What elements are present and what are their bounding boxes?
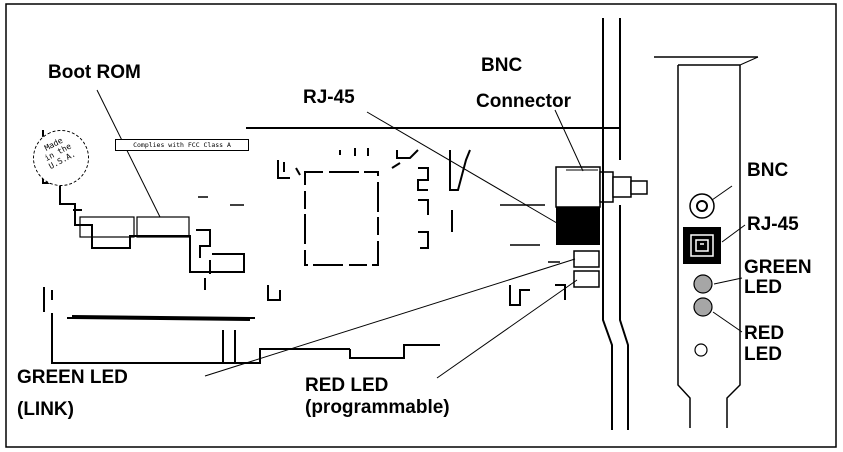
board-edge-bottom-mid xyxy=(349,344,440,359)
bnc-connector-body xyxy=(555,166,601,208)
boot-rom-leader xyxy=(96,89,161,218)
bnc-connector-label-line1: BNC xyxy=(481,55,523,76)
bnc-connector-neck xyxy=(599,171,614,203)
green-led-card-leader xyxy=(204,258,576,377)
board-trace xyxy=(396,149,419,159)
green-led-bracket xyxy=(693,274,713,294)
board-trace xyxy=(71,315,251,321)
callout-lines xyxy=(96,89,746,379)
board-edge-left xyxy=(42,130,245,273)
board-trace xyxy=(449,149,471,191)
boot-rom-chip xyxy=(136,216,190,238)
bracket-edge-left xyxy=(602,18,613,430)
red-led-card-label-line2: (programmable) xyxy=(305,397,450,418)
red-led-bracket-label-line1: RED xyxy=(744,323,785,344)
red-led-bracket-leader xyxy=(712,311,743,333)
bracket-screw-hole xyxy=(694,343,708,357)
bnc-connector-leader xyxy=(554,109,584,172)
board-trace xyxy=(418,199,429,215)
board-edge-bottom xyxy=(51,313,350,364)
red-led-bracket xyxy=(693,297,713,317)
board-components xyxy=(73,148,566,306)
rj45-port-socket xyxy=(690,234,714,257)
board-trace xyxy=(277,160,290,179)
rj45-jack-board xyxy=(556,207,600,245)
green-led-card-label-line2: (LINK) xyxy=(17,399,74,420)
green-led-bracket-label-line1: GREEN xyxy=(744,257,812,278)
board-trace xyxy=(509,285,530,306)
board-trace xyxy=(267,285,281,301)
bnc-connector-ring xyxy=(612,176,632,198)
bnc-port-inner xyxy=(696,200,708,212)
boot-rom-label: Boot ROM xyxy=(48,62,141,83)
green-led-bracket-leader xyxy=(713,277,743,285)
board-trace xyxy=(295,167,301,176)
chip-left xyxy=(79,216,135,238)
bracket-outline xyxy=(677,64,741,428)
rj45-port-bracket xyxy=(683,227,721,264)
rj45-card-label: RJ-45 xyxy=(303,87,355,108)
board-trace xyxy=(391,162,401,169)
bnc-connector-tip xyxy=(630,180,648,195)
green-led-board xyxy=(573,250,600,268)
board-trace xyxy=(417,167,429,191)
bracket-edge-right-lower xyxy=(619,205,629,430)
bnc-connector-label-line2: Connector xyxy=(476,91,571,112)
slot-bracket-edge xyxy=(602,18,629,430)
rj45-card-leader xyxy=(366,111,563,227)
rj45-bracket-label: RJ-45 xyxy=(747,214,799,235)
controller-chip xyxy=(304,171,379,266)
board-trace xyxy=(418,231,429,249)
rj45-bracket-leader xyxy=(721,224,746,243)
diagram-frame xyxy=(5,3,837,448)
bnc-bracket-label: BNC xyxy=(747,160,789,181)
red-led-card-label-line1: RED LED xyxy=(305,375,389,396)
bnc-bracket-leader xyxy=(711,185,733,201)
green-led-bracket-label-line2: LED xyxy=(744,277,782,298)
board-trace xyxy=(555,284,566,300)
red-led-board xyxy=(573,270,600,288)
red-led-card-leader xyxy=(436,279,578,379)
bracket-tab-edge xyxy=(739,56,759,66)
green-led-card-label-line1: GREEN LED xyxy=(17,367,128,388)
fcc-notice: Complies with FCC Class A xyxy=(115,139,249,151)
bracket-front-view xyxy=(654,56,759,428)
red-led-bracket-label-line2: LED xyxy=(744,344,782,365)
onboard-connectors xyxy=(555,166,648,288)
board-trace xyxy=(196,229,211,258)
